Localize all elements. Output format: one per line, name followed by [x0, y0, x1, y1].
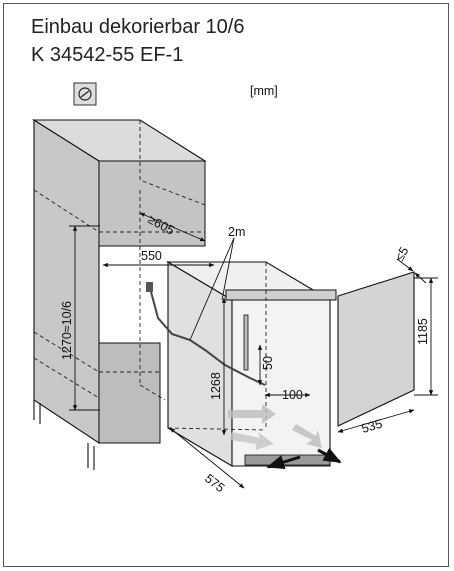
appliance-height-label: 1268 [209, 372, 223, 400]
furniture-door-panel [337, 271, 415, 427]
unit-label: [mm] [250, 84, 278, 98]
appliance-depth-label: 575 [202, 471, 227, 495]
diagram-frame [3, 3, 449, 567]
door-width-label: 535 [360, 417, 384, 436]
niche-height-label: 1270≈10/6 [60, 301, 74, 360]
kitchen-cabinet [32, 119, 207, 470]
door-height-label: 1185 [416, 318, 430, 345]
niche-width-label: 550 [141, 249, 162, 263]
page-title: Einbau dekorierbar 10/6 [31, 16, 245, 38]
refrigerator-appliance [165, 261, 337, 467]
power-cable [149, 287, 266, 386]
model-number: K 34542-55 EF-1 [31, 44, 184, 66]
mounting-instruction-icon [73, 82, 97, 106]
conduit-height-label: 50 [261, 356, 275, 370]
cable-length-label: 2m [228, 225, 245, 239]
dimension-lines [69, 212, 438, 489]
power-plug [146, 282, 153, 292]
door-gap-label: ≤5 [392, 244, 411, 263]
conduit-width-label: 100 [282, 388, 303, 402]
